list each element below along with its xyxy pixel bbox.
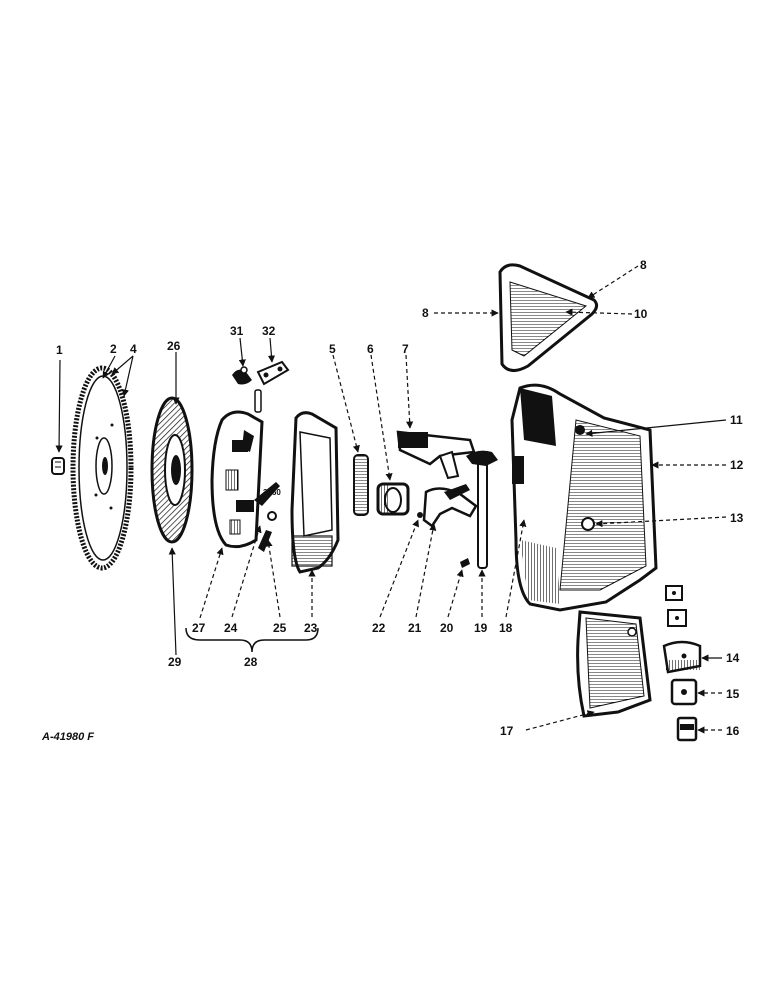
part-17-bottom-cover [576,610,652,718]
callout-31: 31 [230,324,244,338]
callout-5: 5 [329,342,336,356]
callout-28: 28 [244,655,258,669]
part-24-25-release-levers [254,482,280,552]
subassembly-28-brace [185,627,319,653]
part-9-inspection-cover [498,263,599,372]
leader-31 [238,337,246,367]
callout-4: 4 [130,342,137,356]
leader-4b [121,355,134,397]
part-32-lever-bracket [256,360,290,386]
callout-7: 7 [402,342,409,356]
leader-32 [267,337,276,363]
part-washer-upper [665,585,683,601]
leader-4a [111,355,134,375]
callout-21: 21 [408,621,422,635]
part-22-spring-clip [417,512,423,518]
callout-2: 2 [110,342,117,356]
part-21-release-fork [422,484,478,528]
part-27-pressure-plate [210,410,264,549]
leader-21 [415,523,437,618]
callout-11: 11 [730,413,743,427]
part-12-clutch-housing [510,383,658,612]
callout-29: 29 [168,655,182,669]
leader-5 [332,354,360,453]
part-23-clutch-cover [290,411,340,574]
leader-2 [102,355,116,379]
callout-17: 17 [500,724,514,738]
part-26-clutch-disc [150,396,194,544]
callout-13: 13 [730,511,744,525]
callout-32: 32 [262,324,276,338]
part-5-spring [353,454,369,516]
part-1-pilot-bushing [51,457,65,475]
callout-8-top: 8 [640,258,647,272]
leader-6 [370,354,393,481]
callout-12: 12 [730,458,744,472]
leader-13 [595,516,727,528]
callout-19: 19 [474,621,488,635]
callout-10: 10 [634,307,648,321]
callout-8-left: 8 [422,306,429,320]
callout-16: 16 [726,724,740,738]
leader-22 [379,519,419,618]
part-6-release-bearing [376,482,410,516]
leader-24 [231,525,262,618]
callout-20: 20 [440,621,454,635]
part-washer-lower [667,609,687,627]
part-pin [254,389,262,413]
part-14-clamp [662,640,702,674]
callout-22: 22 [372,621,386,635]
leader-9 [587,265,639,299]
leader-11 [585,419,727,437]
leader-7 [405,354,414,429]
leader-18 [505,519,527,618]
part-2-flywheel [70,365,134,571]
part-16-lockwasher [676,716,698,742]
part-20-key [460,558,470,568]
callout-6: 6 [367,342,374,356]
stamp-3760: 3760 [263,488,281,497]
callout-14: 14 [726,651,740,665]
callout-18: 18 [499,621,513,635]
leader-lines [55,265,727,734]
callout-26: 26 [167,339,181,353]
callout-25: 25 [273,621,287,635]
part-15-plate [670,678,698,706]
callout-24: 24 [224,621,238,635]
leader-20 [447,569,464,618]
callout-27: 27 [192,621,206,635]
callout-1: 1 [56,343,63,357]
callout-15: 15 [726,687,740,701]
leader-27 [199,547,224,619]
part-31-eyebolt [232,366,252,385]
leader-17 [525,710,595,731]
part-19-cross-shaft [466,450,498,569]
part-7-release-lever [396,430,476,480]
leader-25 [265,539,281,618]
drawing-code: A-41980 F [42,731,94,743]
leader-1 [55,359,63,453]
callout-23: 23 [304,621,318,635]
leader-29 [168,547,177,656]
